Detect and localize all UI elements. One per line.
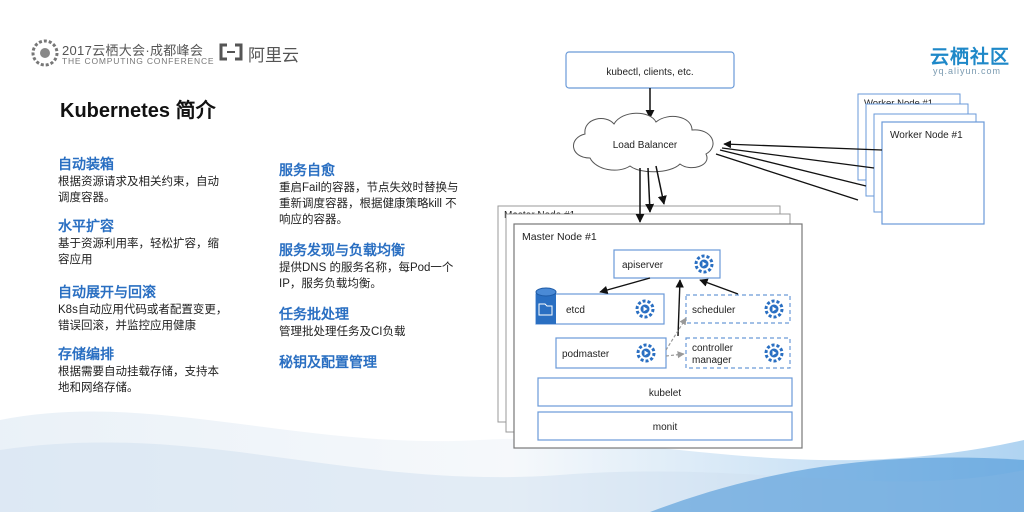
feature-item: 服务发现与负载均衡 提供DNS 的服务名称，每Pod一个 IP，服务负载均衡。 [279,240,484,304]
feature-desc-line: IP，服务负载均衡。 [279,278,382,290]
clients-box: kubectl, clients, etc. [565,51,735,89]
yunqi-community-logo: 云栖社区 [930,47,1011,68]
controller-manager-label-line1: controller [692,343,734,354]
feature-desc-line: 错误回滚，并监控应用健康 [58,320,196,332]
conference-subtitle: THE COMPUTING CONFERENCE [62,56,215,66]
conference-title: 2017云栖大会·成都峰会 [62,43,204,58]
feature-desc-line: 重启Fail的容器，节点失效时替换与 [279,182,459,194]
apiserver-component: apiserver [613,249,721,279]
feature-desc-line: 管理批处理任务及CI负载 [279,326,406,338]
feature-heading: 水平扩容 [58,218,114,234]
controller-manager-label-line2: manager [692,355,732,366]
feature-heading: 秘钥及配置管理 [279,354,377,370]
aliyun-logo-icon [219,43,243,61]
feature-heading: 服务发现与负载均衡 [279,242,405,258]
feature-item: 任务批处理 管理批处理任务及CI负载 [279,304,484,352]
feature-heading: 任务批处理 [279,306,349,322]
apiserver-label: apiserver [622,260,664,271]
scheduler-label: scheduler [692,305,736,316]
feature-desc-line: 容应用 [58,254,93,266]
conference-logo-icon [31,39,59,67]
background-wave [0,411,1024,512]
feature-heading: 存储编排 [58,346,114,362]
feature-desc-line: 根据资源请求及相关约束，自动 [58,176,219,188]
worker-node-label: Worker Node #1 [890,130,963,141]
etcd-component: etcd [535,287,665,325]
feature-desc-line: 基于资源利用率，轻松扩容，缩 [58,238,219,250]
feature-item: 自动展开与回滚 K8s自动应用代码或者配置变更， 错误回滚，并监控应用健康 [58,282,258,344]
etcd-label: etcd [566,305,585,316]
feature-item: 服务自愈 重启Fail的容器，节点失效时替换与 重新调度容器，根据健康策略kil… [279,160,484,240]
feature-desc-line: 调度容器。 [58,192,116,204]
feature-heading: 服务自愈 [279,162,335,178]
monit-label: monit [653,422,678,433]
load-balancer-label: Load Balancer [613,140,678,151]
feature-heading: 自动展开与回滚 [58,284,156,300]
worker-node-stack: Worker Node #1 Worker Node #1 [857,93,985,225]
feature-list-left: 自动装箱 根据资源请求及相关约束，自动 调度容器。 水平扩容 基于资源利用率，轻… [58,154,258,396]
monit-component: monit [537,411,793,441]
feature-item: 存储编排 根据需要自动挂载存储，支持本 地和网络存储。 [58,344,258,396]
feature-list-right: 服务自愈 重启Fail的容器，节点失效时替换与 重新调度容器，根据健康策略kil… [279,160,484,372]
yunqi-url: yq.aliyun.com [933,66,1002,76]
feature-desc-line: 响应的容器。 [279,214,348,226]
kubelet-component: kubelet [537,377,793,407]
feature-desc-line: 根据需要自动挂载存储，支持本 [58,366,219,378]
database-icon [535,287,557,324]
clients-label: kubectl, clients, etc. [606,67,693,78]
slide-title: Kubernetes 简介 [60,100,216,122]
kubelet-label: kubelet [649,388,681,399]
aliyun-brand-name: 阿里云 [248,46,299,65]
feature-desc-line: 重新调度容器，根据健康策略kill 不 [279,198,457,210]
feature-desc-line: 地和网络存储。 [58,382,139,394]
feature-item: 秘钥及配置管理 [279,352,484,372]
feature-heading: 自动装箱 [58,156,114,172]
feature-item: 水平扩容 基于资源利用率，轻松扩容，缩 容应用 [58,216,258,282]
scheduler-component: scheduler [685,294,791,324]
podmaster-component: podmaster [555,337,667,369]
load-balancer-cloud: Load Balancer [573,112,714,173]
feature-desc-line: K8s自动应用代码或者配置变更， [58,304,228,316]
feature-desc-line: 提供DNS 的服务名称，每Pod一个 [279,262,454,274]
controller-manager-component: controller manager [685,337,791,369]
master-node-label: Master Node #1 [522,231,597,243]
feature-item: 自动装箱 根据资源请求及相关约束，自动 调度容器。 [58,154,258,216]
podmaster-label: podmaster [562,349,610,360]
